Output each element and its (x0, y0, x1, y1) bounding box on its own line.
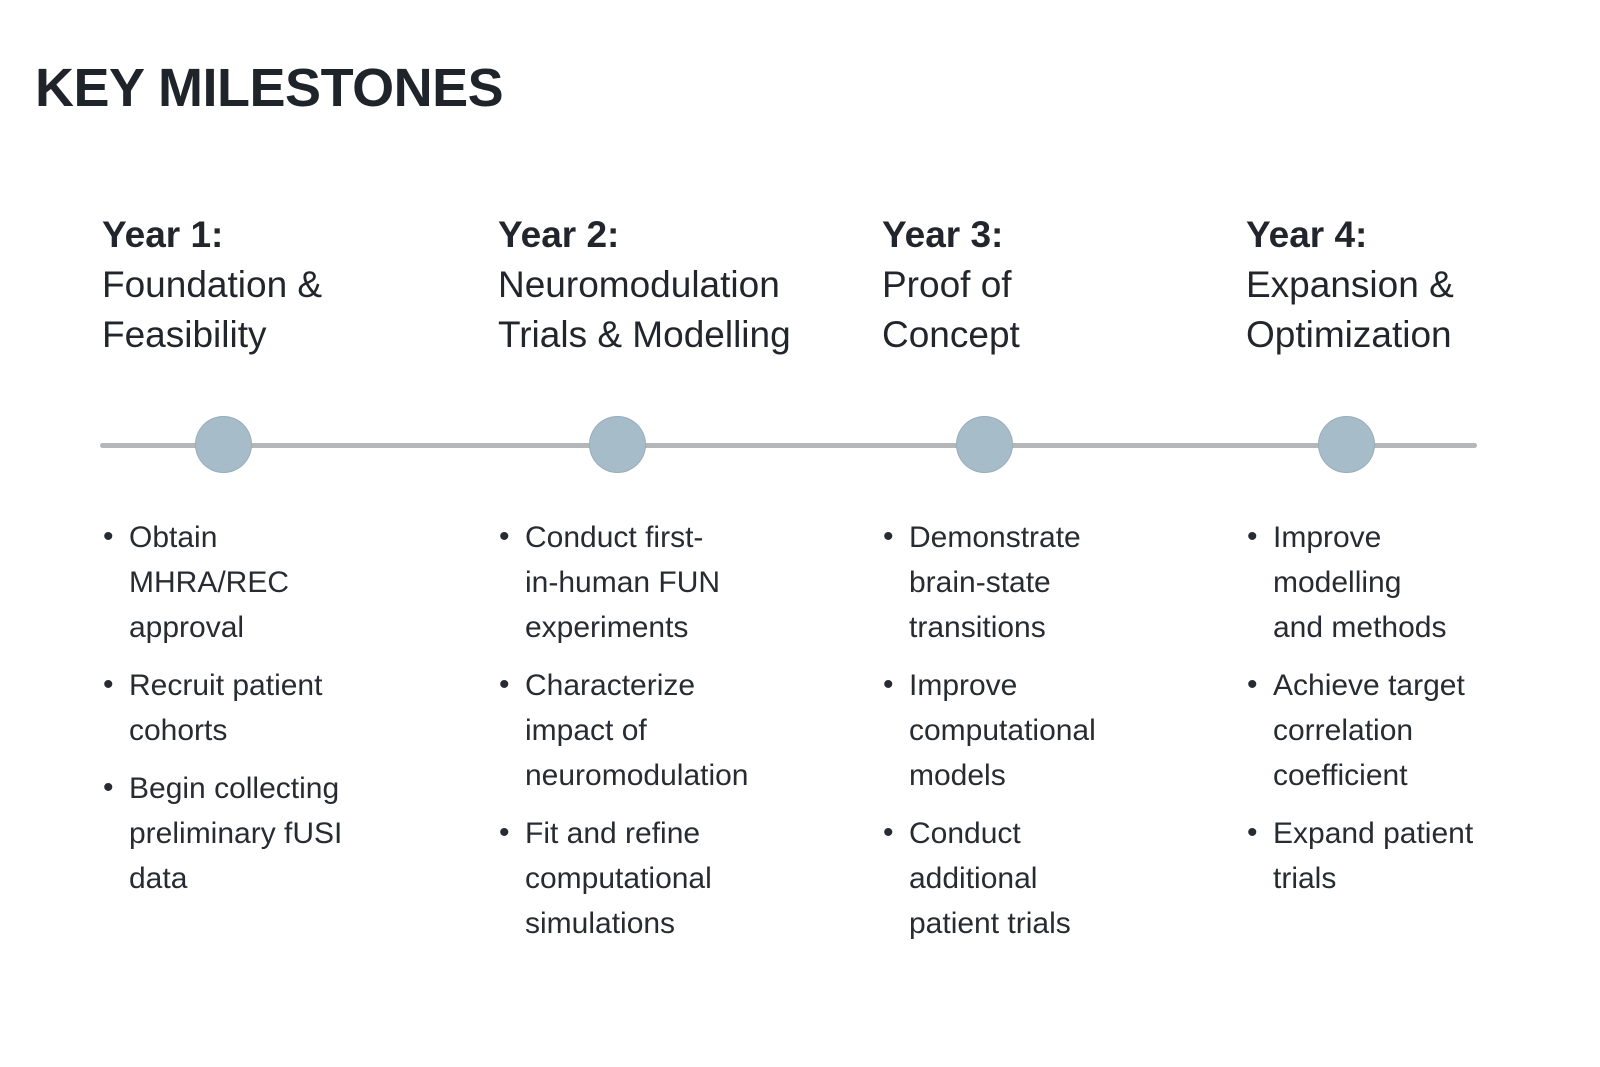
bullet-icon: • (1247, 816, 1258, 849)
year-subtitle: Foundation & Feasibility (102, 264, 323, 355)
bullet-icon: • (883, 816, 894, 849)
bullet-icon: • (103, 520, 114, 553)
column-header: Year 2: Neuromodulation Trials & Modelli… (498, 210, 878, 360)
milestone-text: Demonstrate brain-state transitions (909, 521, 1081, 644)
timeline-dot-year-4 (1318, 416, 1375, 473)
milestone-item: • Demonstrate brain-state transitions (882, 515, 1222, 650)
year-label: Year 2: (498, 214, 620, 255)
bullet-list: • Obtain MHRA/REC approval • Recruit pat… (102, 515, 462, 901)
milestone-item: • Obtain MHRA/REC approval (102, 515, 462, 650)
bullet-list: • Improve modelling and methods • Achiev… (1246, 515, 1586, 901)
milestone-column-year-2: Year 2: Neuromodulation Trials & Modelli… (498, 210, 878, 959)
year-label: Year 4: (1246, 214, 1368, 255)
column-header: Year 3: Proof of Concept (882, 210, 1222, 360)
milestone-item: • Improve computational models (882, 663, 1222, 798)
bullet-icon: • (499, 816, 510, 849)
year-subtitle: Neuromodulation Trials & Modelling (498, 264, 791, 355)
bullet-icon: • (103, 668, 114, 701)
milestone-text: Achieve target correlation coefficient (1273, 669, 1465, 792)
milestone-text: Begin collecting preliminary fUSI data (129, 772, 343, 895)
bullet-icon: • (499, 668, 510, 701)
timeline-dot-year-3 (956, 416, 1013, 473)
bullet-icon: • (499, 520, 510, 553)
milestone-item: • Recruit patient cohorts (102, 663, 462, 753)
milestone-item: • Conduct additional patient trials (882, 811, 1222, 946)
milestone-text: Conduct additional patient trials (909, 817, 1071, 940)
bullet-icon: • (883, 668, 894, 701)
milestone-text: Fit and refine computational simulations (525, 817, 712, 940)
milestone-text: Conduct first- in-human FUN experiments (525, 521, 721, 644)
milestone-item: • Improve modelling and methods (1246, 515, 1586, 650)
milestone-item: • Begin collecting preliminary fUSI data (102, 766, 462, 901)
timeline-dot-year-2 (589, 416, 646, 473)
bullet-icon: • (103, 771, 114, 804)
year-label: Year 1: (102, 214, 224, 255)
milestone-column-year-4: Year 4: Expansion & Optimization • Impro… (1246, 210, 1586, 914)
bullet-icon: • (1247, 520, 1258, 553)
timeline-line (100, 443, 1477, 448)
bullet-list: • Conduct first- in-human FUN experiment… (498, 515, 878, 946)
milestone-column-year-3: Year 3: Proof of Concept • Demonstrate b… (882, 210, 1222, 959)
column-header: Year 1: Foundation & Feasibility (102, 210, 462, 360)
milestone-column-year-1: Year 1: Foundation & Feasibility • Obtai… (102, 210, 462, 914)
milestone-text: Characterize impact of neuromodulation (525, 669, 749, 792)
milestone-item: • Conduct first- in-human FUN experiment… (498, 515, 878, 650)
page-title: KEY MILESTONES (35, 58, 504, 118)
milestone-item: • Expand patient trials (1246, 811, 1586, 901)
milestone-text: Expand patient trials (1273, 817, 1474, 895)
year-label: Year 3: (882, 214, 1004, 255)
year-subtitle: Expansion & Optimization (1246, 264, 1454, 355)
column-header: Year 4: Expansion & Optimization (1246, 210, 1586, 360)
year-subtitle: Proof of Concept (882, 264, 1020, 355)
milestone-item: • Characterize impact of neuromodulation (498, 663, 878, 798)
milestone-item: • Fit and refine computational simulatio… (498, 811, 878, 946)
bullet-list: • Demonstrate brain-state transitions • … (882, 515, 1222, 946)
bullet-icon: • (1247, 668, 1258, 701)
milestone-text: Obtain MHRA/REC approval (129, 521, 290, 644)
bullet-icon: • (883, 520, 894, 553)
timeline-dot-year-1 (195, 416, 252, 473)
milestone-text: Recruit patient cohorts (129, 669, 323, 747)
milestone-text: Improve computational models (909, 669, 1096, 792)
milestone-item: • Achieve target correlation coefficient (1246, 663, 1586, 798)
milestone-text: Improve modelling and methods (1273, 521, 1447, 644)
